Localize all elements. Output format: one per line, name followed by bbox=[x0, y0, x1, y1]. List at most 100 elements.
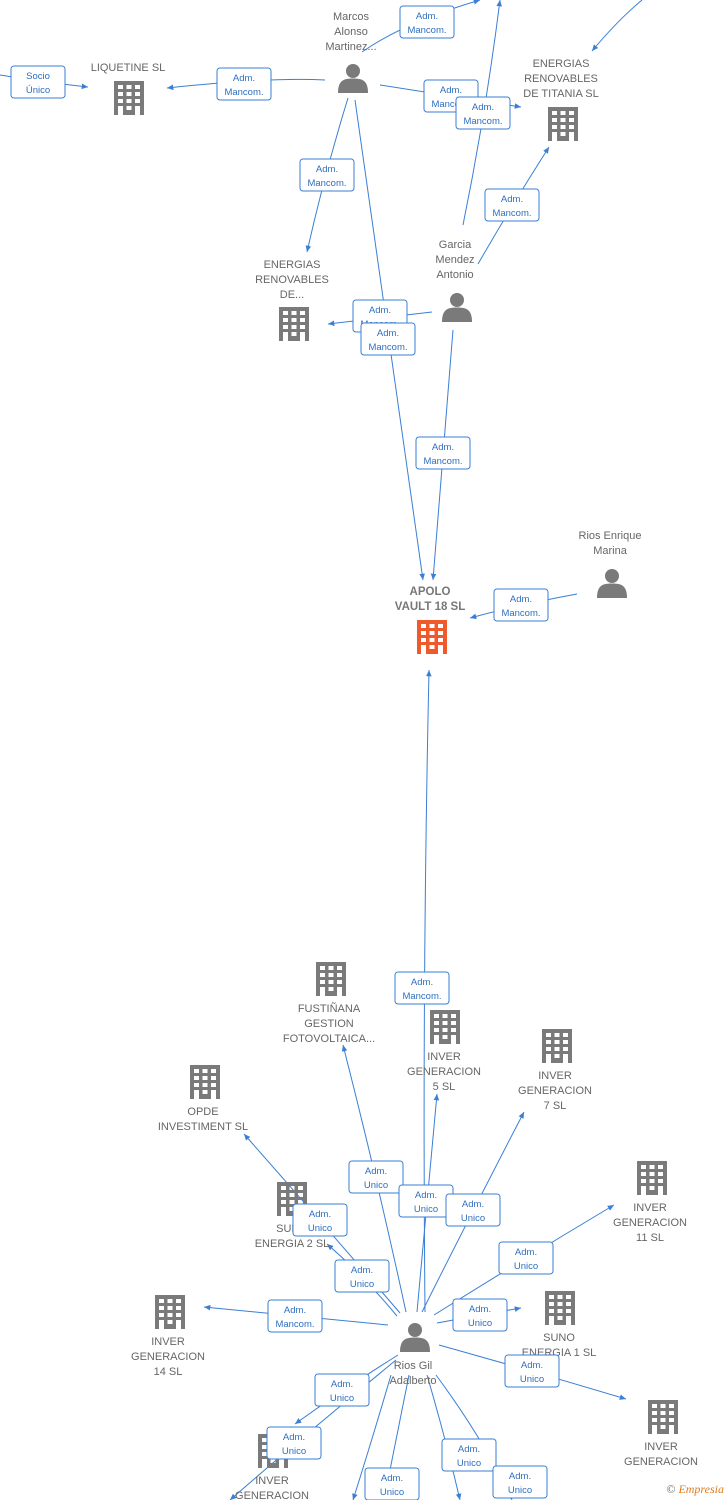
node-label: INVESTIMENT SL bbox=[158, 1121, 248, 1133]
edge-label-box bbox=[493, 588, 549, 622]
edge-label-text: Adm. bbox=[462, 1199, 484, 1210]
edge-label-text: Mancom. bbox=[407, 25, 446, 36]
edge-label-text: Adm. bbox=[365, 1166, 387, 1177]
edge-label[interactable]: Adm.Unico bbox=[492, 1465, 548, 1499]
edge-label[interactable]: Adm.Unico bbox=[364, 1467, 420, 1500]
node-label: INVER bbox=[151, 1336, 185, 1348]
edge-label-box bbox=[399, 5, 455, 39]
edge-label-box bbox=[266, 1426, 322, 1460]
node-erde[interactable]: ENERGIASRENOVABLESDE... bbox=[255, 259, 329, 341]
edge-label[interactable]: Adm.Unico bbox=[452, 1298, 508, 1332]
edge-label[interactable]: Adm.Unico bbox=[398, 1184, 454, 1218]
node-label: RENOVABLES bbox=[524, 73, 598, 85]
node-label: Marcos bbox=[333, 11, 370, 23]
node-label: SUNO bbox=[543, 1332, 575, 1344]
node-label: LIQUETINE SL bbox=[91, 62, 166, 74]
node-label: Garcia bbox=[439, 239, 472, 251]
building-icon bbox=[648, 1400, 678, 1434]
edge-label-text: Mancom. bbox=[307, 178, 346, 189]
edge-label[interactable]: Adm.Mancom. bbox=[267, 1299, 323, 1333]
building-icon bbox=[545, 1291, 575, 1325]
edge-label[interactable]: Adm.Mancom. bbox=[455, 96, 511, 130]
edge-label[interactable]: Adm.Unico bbox=[292, 1203, 348, 1237]
edge-label-box bbox=[299, 158, 355, 192]
edge-label[interactable]: Adm.Mancom. bbox=[394, 971, 450, 1005]
person-icon bbox=[338, 64, 368, 93]
edge-label[interactable]: Adm. Mancom. bbox=[299, 158, 355, 192]
edge-label-text: Adm. bbox=[458, 1444, 480, 1455]
node-fustinana[interactable]: FUSTIÑANAGESTIONFOTOVOLTAICA... bbox=[283, 962, 375, 1045]
edge-label-text: Unico bbox=[520, 1374, 544, 1385]
edge-label[interactable]: Adm.Unico bbox=[334, 1259, 390, 1293]
edge-label-text: Adm. bbox=[233, 73, 255, 84]
person-icon bbox=[597, 569, 627, 598]
edge-label-text: Unico bbox=[414, 1204, 438, 1215]
edge-label-text: Unico bbox=[308, 1223, 332, 1234]
edge-label[interactable]: Adm.Unico bbox=[441, 1438, 497, 1472]
edge-label-text: Unico bbox=[350, 1279, 374, 1290]
building-icon bbox=[155, 1295, 185, 1329]
node-label: VAULT 18 SL bbox=[395, 601, 466, 613]
edge-label[interactable]: Adm.Unico bbox=[266, 1426, 322, 1460]
node-liquetine[interactable]: LIQUETINE SL bbox=[91, 62, 166, 115]
edge-label[interactable]: Adm.Mancom. bbox=[216, 67, 272, 101]
node-label: 14 SL bbox=[154, 1366, 183, 1378]
edge-label[interactable]: Adm.Unico bbox=[504, 1354, 560, 1388]
building-icon bbox=[548, 107, 578, 141]
node-label: DE TITANIA SL bbox=[523, 88, 598, 100]
edge-line bbox=[591, 0, 643, 52]
node-label: Adalberto bbox=[389, 1375, 436, 1387]
edge-label[interactable]: Adm. Mancom. bbox=[399, 5, 455, 39]
edge-label[interactable]: Adm.Unico bbox=[348, 1160, 404, 1194]
edge-label[interactable]: Adm.Mancom. bbox=[484, 188, 540, 222]
edge-label-text: Adm. bbox=[381, 1473, 403, 1484]
edge-label-text: Mancom. bbox=[423, 456, 462, 467]
node-marcos[interactable]: MarcosAlonsoMartinez... bbox=[325, 11, 377, 93]
edge-label-text: Unico bbox=[330, 1393, 354, 1404]
node-label: GENERACION bbox=[613, 1217, 687, 1229]
edge-label[interactable]: Adm.Unico bbox=[314, 1373, 370, 1407]
edge-label-text: Adm. bbox=[469, 1304, 491, 1315]
node-label: DE... bbox=[280, 289, 304, 301]
node-titania[interactable]: ENERGIAS RENOVABLES DE TITANIA SL bbox=[523, 58, 599, 141]
node-label: FUSTIÑANA bbox=[298, 1002, 361, 1015]
node-label: RENOVABLES bbox=[255, 274, 329, 286]
edge-label-text: Unico bbox=[282, 1446, 306, 1457]
node-label: Marina bbox=[593, 545, 628, 557]
edge-label-box bbox=[216, 67, 272, 101]
node-label: Mendez bbox=[435, 254, 474, 266]
node-label: ENERGIAS bbox=[533, 58, 590, 70]
node-label: INVER bbox=[538, 1070, 572, 1082]
building-icon bbox=[190, 1065, 220, 1099]
edge-label[interactable]: Adm.Unico bbox=[445, 1193, 501, 1227]
edge-label-text: Socio bbox=[26, 71, 50, 82]
edge-label[interactable]: Adm.Mancom. bbox=[415, 436, 471, 470]
edge-label-text: Mancom. bbox=[501, 608, 540, 619]
node-label: 5 SL bbox=[433, 1081, 456, 1093]
edge-label-text: Adm. bbox=[416, 11, 438, 22]
edge-label[interactable]: Adm.Mancom. bbox=[493, 588, 549, 622]
node-label: Rios Gil bbox=[394, 1360, 433, 1372]
edge-label-box bbox=[394, 971, 450, 1005]
edge-label[interactable]: Adm.Mancom. bbox=[360, 322, 416, 356]
edge-label[interactable]: Adm.Unico bbox=[498, 1241, 554, 1275]
edge-label-box bbox=[504, 1354, 560, 1388]
copyright-symbol: © bbox=[666, 1482, 676, 1496]
edge-label-box bbox=[445, 1193, 501, 1227]
edge-label-text: Mancom. bbox=[368, 342, 407, 353]
edge-label-text: Adm. bbox=[316, 164, 338, 175]
